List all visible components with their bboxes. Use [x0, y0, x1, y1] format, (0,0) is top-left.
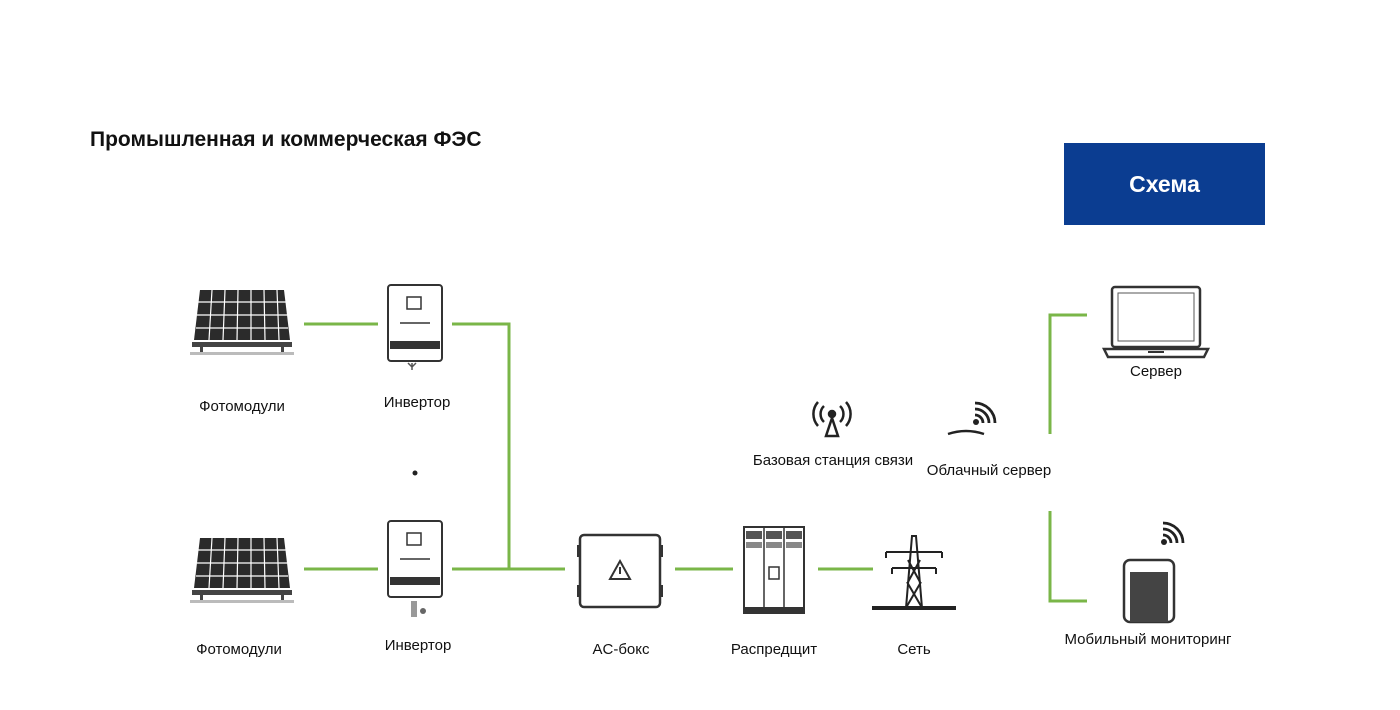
switchboard-icon	[743, 526, 805, 614]
wifi-icon	[973, 401, 997, 425]
solar-panel-icon	[190, 289, 294, 355]
wire-cloud-server	[1048, 313, 1087, 434]
inverter-icon	[387, 284, 443, 370]
wire-inverter-top-bus	[452, 322, 511, 569]
laptop-icon	[1101, 285, 1211, 359]
wifi-icon	[1161, 521, 1185, 545]
page-title: Промышленная и коммерческая ФЭС	[90, 128, 482, 151]
label-pv-bottom: Фотомодули	[196, 641, 282, 658]
label-ac-box: AC-бокс	[592, 641, 650, 658]
label-inverter-bottom: Инвертор	[384, 637, 452, 654]
scheme-button[interactable]: Схема	[1064, 143, 1265, 225]
solar-panel-icon	[190, 537, 294, 603]
antenna-icon	[812, 401, 852, 438]
label-grid: Сеть	[897, 641, 931, 658]
label-base-station: Базовая станция связи	[752, 452, 914, 469]
label-mobile: Мобильный мониторинг	[1064, 631, 1232, 648]
power-tower-icon	[872, 535, 956, 610]
label-server: Сервер	[1129, 363, 1183, 380]
connection-wires	[304, 313, 1087, 603]
inverter-icon	[387, 520, 443, 617]
cloud-icon	[947, 429, 985, 436]
smartphone-icon	[1122, 558, 1176, 624]
ellipsis-dot	[412, 470, 418, 476]
label-pv-top: Фотомодули	[199, 398, 285, 415]
label-inverter-top: Инвертор	[383, 394, 451, 411]
ac-box-icon	[577, 533, 663, 609]
wire-cloud-mobile	[1048, 511, 1087, 603]
label-cloud-server: Облачный сервер	[926, 462, 1052, 479]
label-switchboard: Распредщит	[730, 641, 818, 658]
